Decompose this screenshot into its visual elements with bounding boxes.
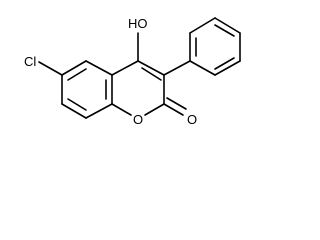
atom-label-chlorine: Cl (24, 54, 36, 69)
bond-pyr-4 (144, 103, 165, 116)
bond-benzo-inner-3 (67, 98, 87, 111)
bond-pyr-1 (111, 60, 139, 76)
bond-pyr-2-double (141, 67, 162, 81)
pyranone-ring (111, 60, 165, 116)
bond-benzo-inner-1 (67, 68, 87, 81)
bond-pyr-2 (137, 60, 165, 76)
atom-label-ring-oxygen: O (133, 112, 143, 127)
atom-label-carbonyl-oxygen: O (187, 112, 197, 127)
bond-carbonyl-1 (163, 103, 184, 116)
bond-ph-link (163, 60, 191, 76)
atom-label-hydroxyl: HO (128, 16, 148, 31)
bond-ph-3 (214, 17, 241, 34)
benzo-ring (61, 60, 113, 119)
bond-ph-6 (189, 60, 216, 76)
bond-ph-5 (214, 60, 241, 76)
bond-benzo-5 (61, 103, 87, 119)
bond-ph-inner-2 (214, 24, 235, 37)
bond-ph-inner-3 (214, 57, 235, 70)
bond-cl (38, 61, 63, 76)
bond-benzo-1 (61, 60, 87, 76)
bond-pyr-5 (111, 103, 132, 116)
bond-benzo-4 (85, 103, 113, 119)
bond-benzo-2 (85, 60, 113, 76)
bond-ph-2 (189, 17, 216, 34)
molecule-structure: Cl HO O O (24, 16, 241, 127)
bond-carbonyl-2 (166, 97, 187, 110)
phenyl-ring (163, 17, 241, 76)
